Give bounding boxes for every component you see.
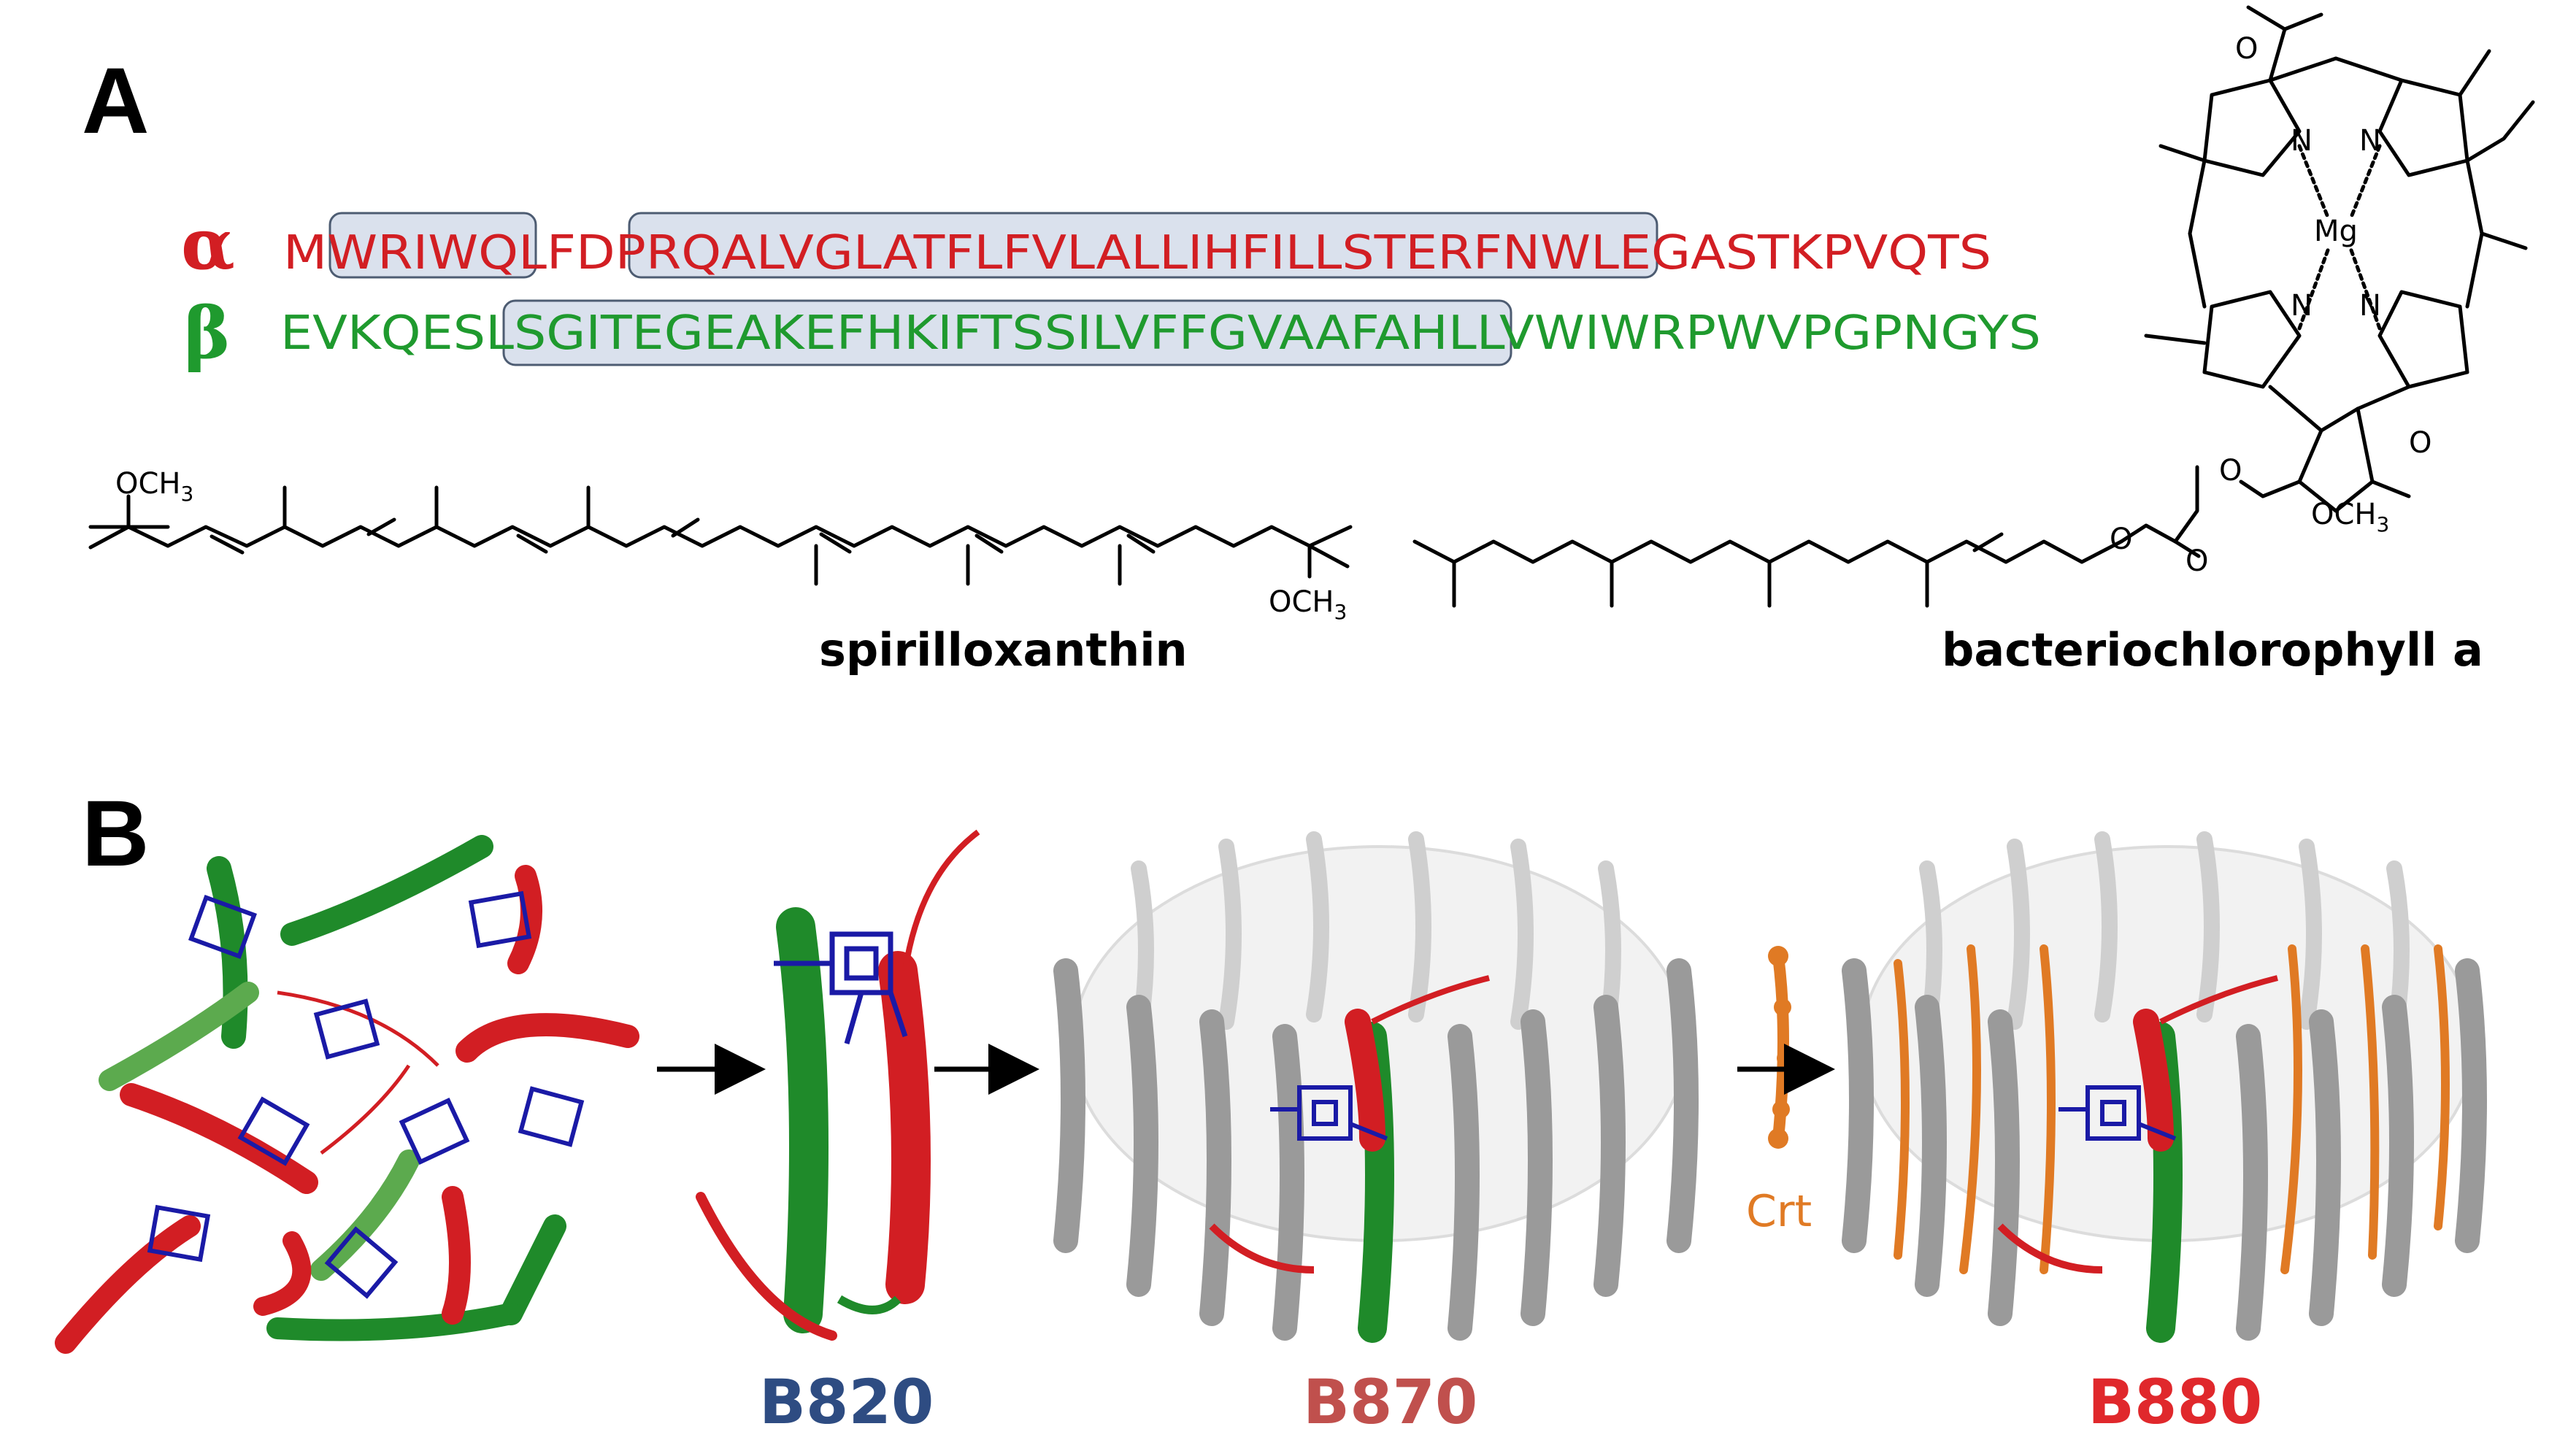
bchl-n-4: N [2359,289,2381,323]
och3-left-sub: 3 [181,482,194,506]
bchl-och3-text: OCH [2311,498,2377,531]
alpha-helix-box-2 [628,212,1658,279]
beta-helix-box [502,299,1512,366]
bchl-o-acetyl: O [2235,32,2258,66]
carotenoid-och3-right: OCH3 [1269,585,1347,624]
alpha-helix-box-1 [328,212,537,279]
bchl-och3: OCH3 [2311,498,2389,536]
och3-right-text: OCH [1269,585,1334,619]
bchl-o-ester-carbonyl: O [2186,544,2208,578]
alpha-sequence: MWRIWQLFDPRQALVGLATFLFVLALLIHFILLSTERFNW… [283,226,1991,280]
b820-dimer [696,829,980,1341]
bchl-label: bacteriochlorophyll a [1942,623,2483,677]
och3-left-text: OCH [115,467,181,501]
alpha-symbol: α [181,203,235,285]
bchl-n-2: N [2359,124,2381,158]
bchl-n-1: N [2291,124,2313,158]
bchl-structure [1412,5,2535,608]
panel-a-label: A [82,49,149,153]
b870-label: B870 [1303,1366,1477,1438]
bchl-n-3: N [2291,289,2313,323]
spirilloxanthin-structure [88,485,1353,586]
och3-right-sub: 3 [1334,600,1348,624]
crt-molecule [1768,946,1794,1149]
dissociated-subunits [55,835,639,1354]
spirilloxanthin-label: spirilloxanthin [819,623,1188,677]
panel-b-label: B [82,782,149,886]
b870-ring [1053,831,1699,1343]
beta-sequence: EVKQESLSGITEGEAKEFHKIFTSSILVFFGVAAFAHLLV… [280,307,2041,361]
bchl-o-ester-link: O [2110,523,2132,556]
crt-label: Crt [1746,1186,1812,1237]
b880-label: B880 [2088,1366,2262,1438]
bchl-mg: Mg [2314,215,2358,248]
b880-ring [1842,831,2487,1343]
b820-label: B820 [759,1366,934,1438]
beta-symbol: β [184,292,231,374]
carotenoid-och3-left: OCH3 [115,467,193,506]
bchl-och3-sub: 3 [2377,512,2390,536]
bchl-o-ester-c: O [2219,454,2242,488]
bchl-o-keto: O [2409,426,2431,460]
